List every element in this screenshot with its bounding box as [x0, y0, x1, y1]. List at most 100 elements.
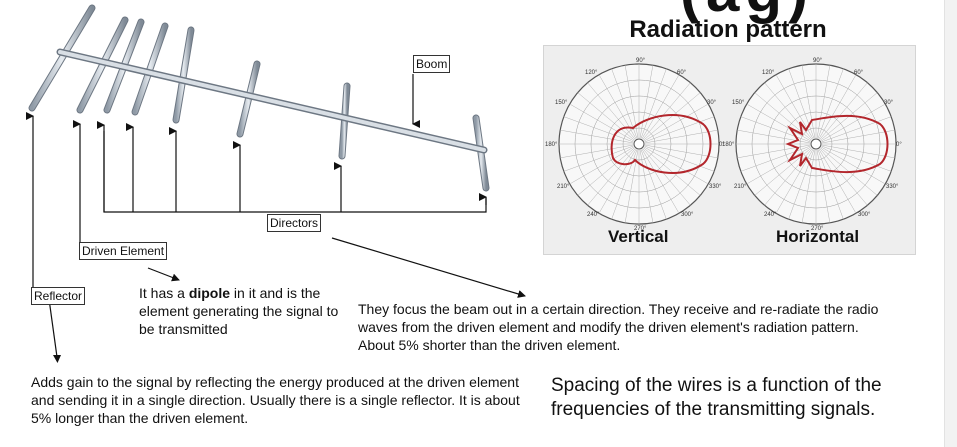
driven-element-label: Driven Element — [79, 242, 168, 260]
svg-text:90°: 90° — [636, 58, 646, 64]
vertical-caption: Vertical — [608, 227, 669, 246]
polar-grid-spoke — [560, 129, 634, 144]
polar-grid-spoke — [642, 82, 691, 140]
polar-grid-spoke — [644, 144, 718, 159]
reflector-note: Adds gain to the signal by reflecting th… — [31, 374, 520, 426]
polar-grid-spoke — [611, 68, 638, 139]
svg-text:240°: 240° — [587, 212, 600, 218]
polar-grid-spoke — [569, 146, 634, 185]
svg-text:30°: 30° — [707, 100, 717, 106]
polar-grid-spoke — [640, 68, 667, 139]
polar-grid-spoke — [821, 144, 895, 159]
polar-grid-spoke — [644, 129, 718, 144]
radiation-pattern-plots: 90° 60° 30° 0° 330° 300° 270° 240° 210° … — [545, 58, 902, 246]
polar-grid-spoke — [821, 129, 895, 144]
spacing-note: Spacing of the wires is a function of th… — [551, 375, 882, 420]
horizontal-lobe — [785, 114, 889, 174]
polar-grid-spoke — [563, 145, 634, 172]
svg-text:210°: 210° — [734, 184, 747, 190]
polar-grid-spoke — [640, 149, 667, 220]
driven-note-pointer — [147, 267, 180, 282]
svg-text:120°: 120° — [585, 70, 598, 76]
horizontal-caption: Horizontal — [776, 227, 859, 246]
polar-grid-spoke — [764, 82, 813, 140]
polar-grid-spoke — [819, 82, 868, 140]
polar-grid-spoke — [644, 146, 709, 185]
polar-grid-spoke — [788, 149, 815, 220]
polar-grid-spoke — [816, 65, 831, 139]
directors-bracket — [103, 131, 487, 213]
svg-text:30°: 30° — [884, 100, 894, 106]
svg-text:270°: 270° — [634, 226, 647, 232]
cropped-heading-fragment: (ag) — [680, 0, 814, 25]
svg-text:270°: 270° — [811, 226, 824, 232]
svg-text:240°: 240° — [764, 212, 777, 218]
polar-grid-spoke — [817, 68, 844, 139]
svg-text:60°: 60° — [854, 70, 864, 76]
antenna-boom — [56, 48, 488, 154]
polar-grid-spoke — [641, 74, 680, 139]
polar-grid-spoke — [788, 68, 815, 139]
polar-grid-spoke — [643, 92, 701, 141]
svg-text:150°: 150° — [555, 100, 568, 106]
polar-grid-spoke — [563, 116, 634, 143]
polar-grid-spoke — [569, 103, 634, 142]
polar-grid-spoke — [746, 103, 811, 142]
svg-text:210°: 210° — [557, 184, 570, 190]
svg-text:180°: 180° — [545, 142, 558, 148]
polar-grid-spoke — [801, 149, 816, 223]
reflector-note-pointer — [48, 298, 61, 363]
polar-grid-spoke — [764, 148, 813, 206]
polar-grid-spoke — [639, 149, 654, 223]
svg-text:0°: 0° — [719, 142, 725, 148]
polar-grid-spoke — [740, 145, 811, 172]
polar-grid-spoke — [643, 147, 701, 196]
svg-text:60°: 60° — [677, 70, 687, 76]
vertical-lobe — [610, 114, 712, 174]
polar-grid-spoke — [818, 149, 857, 214]
reflector-label: Reflector — [31, 287, 86, 305]
svg-text:330°: 330° — [886, 184, 899, 190]
polar-grid-spoke — [821, 145, 892, 172]
polar-grid-spoke — [587, 82, 636, 140]
polar-grid-spoke — [577, 147, 635, 196]
svg-text:120°: 120° — [762, 70, 775, 76]
polar-grid-spoke — [644, 103, 709, 142]
polar-grid-spoke — [642, 148, 691, 206]
polar-grid-spoke — [801, 65, 816, 139]
svg-text:0°: 0° — [896, 142, 902, 148]
yagi-antenna-diagram — [26, 4, 526, 298]
polar-grid-spoke — [644, 116, 715, 143]
polar-grid-spoke — [644, 145, 715, 172]
polar-grid-spoke — [560, 144, 634, 159]
polar-grid-spoke — [639, 65, 654, 139]
polar-grid-spoke — [746, 146, 811, 185]
polar-grid-spoke — [821, 103, 886, 142]
svg-text:180°: 180° — [722, 142, 735, 148]
polar-grid-spoke — [817, 149, 844, 220]
svg-text:300°: 300° — [681, 212, 694, 218]
radiation-pattern-title: Radiation pattern — [629, 16, 827, 43]
polar-grid-spoke — [641, 149, 680, 214]
horizontal-polar-plot: 90° 60° 30° 0° 330° 300° 270° 240° 210° … — [722, 58, 902, 232]
scrollbar-track[interactable] — [944, 0, 957, 447]
polar-grid-spoke — [740, 116, 811, 143]
polar-grid-spoke — [821, 146, 886, 185]
directors-note: They focus the beam out in a certain dir… — [358, 301, 879, 353]
driven-element-note: It has a dipole in it and is the element… — [139, 285, 339, 337]
polar-grid-spoke — [816, 149, 831, 223]
polar-grid-spoke — [821, 116, 892, 143]
directors-label: Directors — [267, 214, 322, 232]
polar-grid-spoke — [577, 92, 635, 141]
svg-text:90°: 90° — [813, 58, 823, 64]
vertical-polar-plot: 90° 60° 30° 0° 330° 300° 270° 240° 210° … — [545, 58, 725, 232]
svg-text:300°: 300° — [858, 212, 871, 218]
polar-grid-spoke — [818, 74, 857, 139]
boom-label: Boom — [413, 55, 451, 73]
svg-text:330°: 330° — [709, 184, 722, 190]
polar-grid-spoke — [819, 148, 868, 206]
svg-text:150°: 150° — [732, 100, 745, 106]
directors-note-pointer — [331, 237, 526, 298]
polar-grid-spoke — [587, 148, 636, 206]
radiation-pattern-panel: 90° 60° 30° 0° 330° 300° 270° 240° 210° … — [543, 45, 916, 255]
